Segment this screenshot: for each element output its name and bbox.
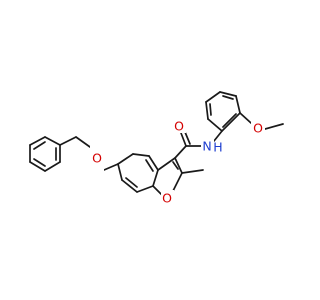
bond	[44, 136, 61, 146]
molecule-diagram: O N H O O O	[29, 91, 284, 206]
bond	[221, 112, 241, 132]
bond	[181, 169, 204, 174]
bond	[184, 131, 191, 145]
ether-oxygen: O	[90, 146, 104, 172]
bond	[75, 136, 91, 148]
bond	[157, 157, 176, 171]
bond	[239, 112, 252, 124]
bond	[205, 101, 209, 120]
bond	[180, 132, 187, 147]
bond	[33, 141, 46, 150]
bond	[264, 123, 284, 130]
bond	[222, 113, 237, 128]
bond	[59, 136, 77, 146]
bond	[125, 177, 138, 188]
atom-labels: O N H O O O	[90, 119, 265, 206]
bond	[33, 158, 46, 167]
carbonyl-oxygen: O	[172, 119, 186, 134]
atom-label-n: N	[202, 139, 211, 154]
bond	[171, 172, 183, 194]
atom-label-o: O	[162, 191, 172, 206]
bond	[222, 95, 234, 100]
bond	[121, 179, 138, 193]
bond	[207, 118, 223, 132]
bond	[174, 157, 183, 174]
bond	[219, 91, 237, 97]
bond	[117, 163, 123, 181]
bond	[29, 136, 46, 146]
bond	[103, 163, 119, 171]
atom-label-o: O	[253, 121, 263, 136]
bond	[172, 161, 179, 170]
bond	[152, 169, 159, 187]
bond	[152, 185, 163, 196]
bond	[44, 161, 61, 172]
amide-nitrogen: N	[201, 139, 214, 154]
furan-oxygen: O	[161, 190, 174, 206]
bond	[205, 91, 221, 103]
atom-label-o: O	[174, 119, 184, 134]
atom-label-h: H	[213, 140, 222, 155]
bond	[235, 95, 241, 114]
bond	[145, 159, 154, 172]
bond	[174, 145, 187, 159]
bond	[148, 155, 159, 171]
methoxy-oxygen: O	[251, 121, 265, 136]
bond	[209, 103, 212, 116]
bond	[117, 153, 134, 165]
bond	[136, 185, 154, 193]
amide-hydrogen: H	[213, 140, 222, 155]
bonds	[29, 91, 284, 196]
structure-svg: O N H O O O	[29, 91, 284, 206]
bond	[132, 153, 150, 157]
bond	[213, 130, 223, 142]
atom-label-o: O	[92, 151, 102, 166]
bond	[29, 161, 46, 172]
